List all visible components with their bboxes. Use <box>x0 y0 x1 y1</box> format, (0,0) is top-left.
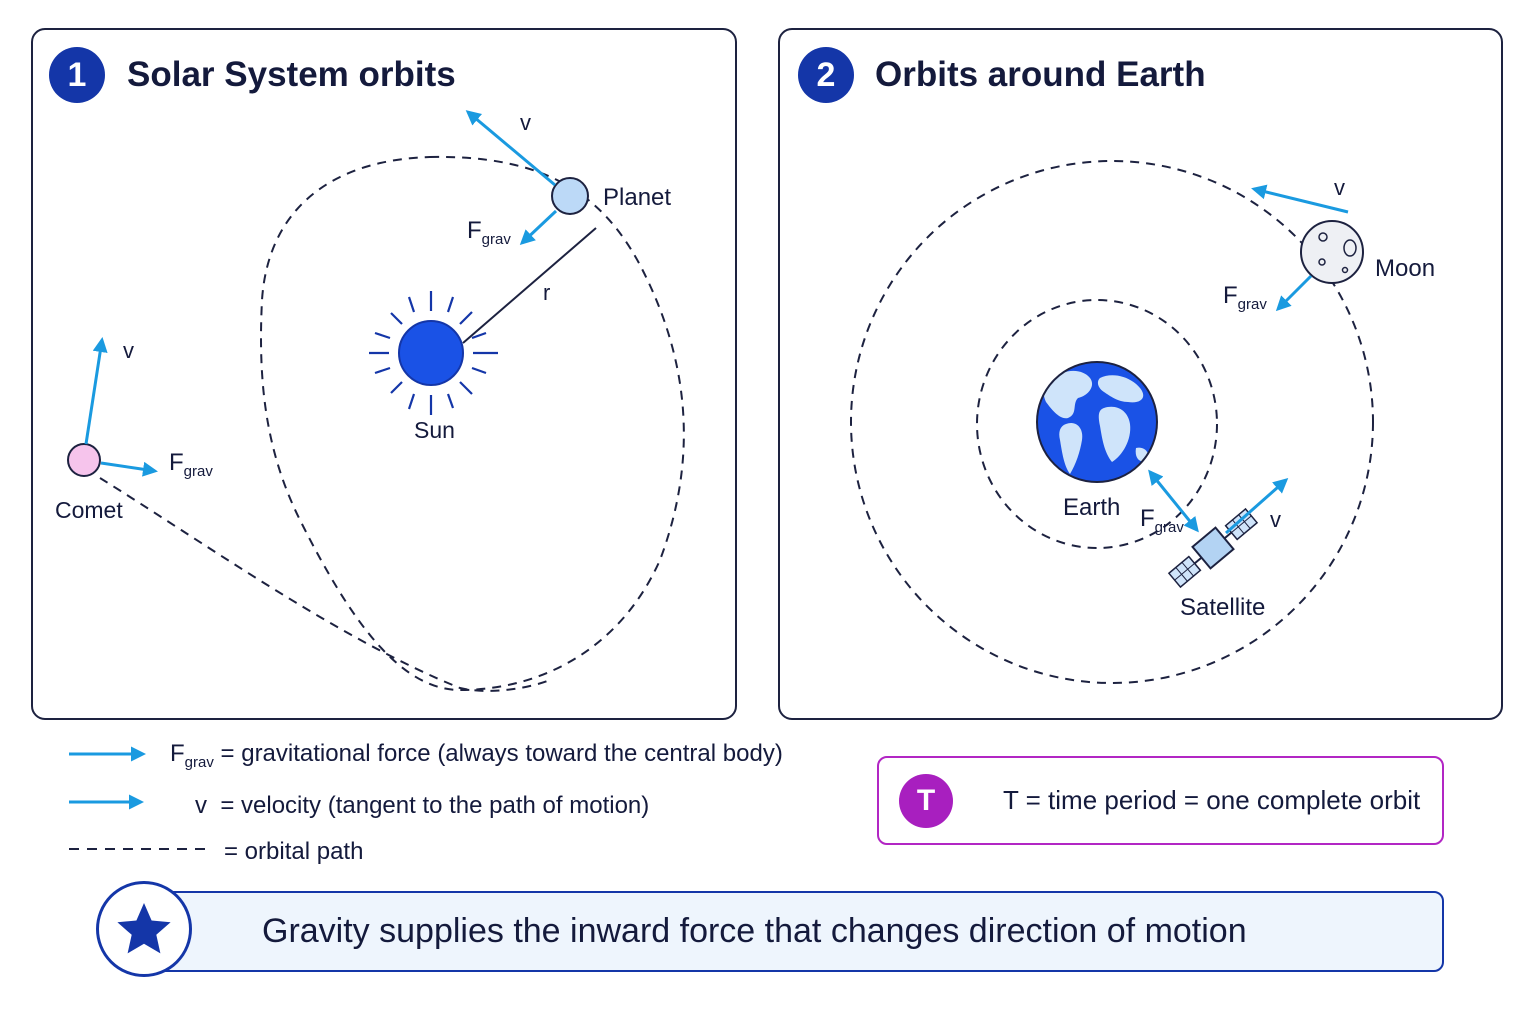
legend-path-text: = orbital path <box>224 838 364 865</box>
legend-force-text: = gravitational force (always toward the… <box>220 740 783 767</box>
legend-force-sub: grav <box>184 753 214 771</box>
panel-1-number-badge: 1 <box>49 47 105 103</box>
satellite-velocity-arrow <box>1225 478 1289 535</box>
satellite-orbit-path <box>976 299 1218 549</box>
satellite-icon <box>1167 507 1259 589</box>
comet-velocity-arrow <box>84 337 108 445</box>
panel-1-title: Solar System orbits <box>127 55 456 94</box>
legend-velocity-symbol: v <box>195 792 207 819</box>
planet-velocity-label: v <box>520 110 531 135</box>
comet-force-label: Fgrav <box>169 449 213 480</box>
satellite-velocity-label: v <box>1270 507 1281 532</box>
moon-velocity-label: v <box>1334 175 1345 200</box>
radius-line <box>462 227 597 344</box>
period-badge: T <box>899 773 953 828</box>
planet-label: Planet <box>603 184 671 211</box>
star-icon <box>96 881 192 977</box>
moon-orbit-path <box>850 160 1374 684</box>
earth-orbits-panel <box>778 28 1503 720</box>
planet-force-arrow <box>519 209 558 246</box>
planet-velocity-arrow <box>465 110 556 187</box>
period-text: T = time period = one complete orbit <box>1003 785 1421 815</box>
banner-text: Gravity supplies the inward force that c… <box>262 912 1247 950</box>
planet-force-label: Fgrav <box>467 217 511 248</box>
planet-icon <box>551 177 589 215</box>
legend-path-row: = orbital path <box>224 838 363 866</box>
legend-velocity-row: v = velocity (tangent to the path of mot… <box>195 792 649 820</box>
earth-icon <box>1036 361 1158 483</box>
summary-banner: Gravity supplies the inward force that c… <box>148 891 1444 972</box>
comet-velocity-label: v <box>123 338 134 363</box>
legend-force-row: Fgrav = gravitational force (always towa… <box>170 740 783 771</box>
moon-force-arrow <box>1275 274 1313 312</box>
comet-force-arrow <box>100 461 158 477</box>
earth-label: Earth <box>1063 494 1120 521</box>
satellite-force-arrow <box>1148 469 1199 533</box>
moon-force-label: Fgrav <box>1223 282 1267 313</box>
comet-icon <box>67 443 101 477</box>
radius-label: r <box>543 280 550 305</box>
moon-velocity-arrow <box>1251 184 1349 214</box>
comet-orbit-path <box>99 477 551 692</box>
panel-2-number-badge: 2 <box>798 47 854 103</box>
moon-icon <box>1300 220 1364 284</box>
legend-velocity-text: = velocity (tangent to the path of motio… <box>220 792 650 819</box>
satellite-force-label: Fgrav <box>1140 505 1184 536</box>
satellite-label: Satellite <box>1180 594 1265 621</box>
comet-label: Comet <box>55 497 123 523</box>
panel-2-title: Orbits around Earth <box>875 55 1206 94</box>
sun-label: Sun <box>414 417 455 443</box>
solar-system-panel <box>31 28 737 720</box>
sun-icon <box>369 291 498 415</box>
moon-label: Moon <box>1375 255 1435 282</box>
legend-force-symbol: F <box>170 740 185 767</box>
period-definition-box: T T = time period = one complete orbit <box>877 756 1444 845</box>
